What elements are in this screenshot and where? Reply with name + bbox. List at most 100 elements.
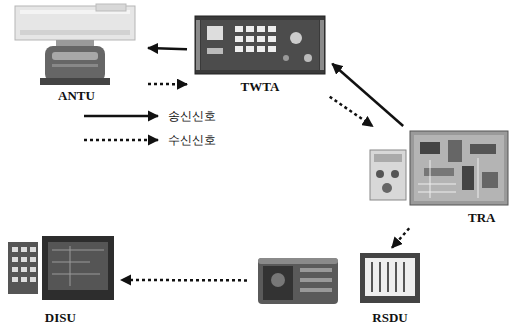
legend-sample bbox=[82, 110, 162, 122]
amplifier-unit-picture-part bbox=[246, 46, 254, 52]
unit-label: DISU bbox=[43, 310, 78, 325]
antenna-unit-picture bbox=[15, 4, 135, 85]
amplifier-unit: TWTA bbox=[190, 12, 330, 95]
antenna-unit-picture-part bbox=[96, 4, 126, 11]
signal-processor-picture-part bbox=[258, 258, 338, 264]
label-holder: ANTU bbox=[56, 88, 97, 103]
amplifier-unit-picture-part bbox=[246, 36, 254, 42]
transceiver-unit-picture-part bbox=[374, 154, 402, 162]
display-unit: DISU bbox=[5, 232, 118, 326]
label-holder: DISU bbox=[43, 310, 78, 325]
signal-processor-picture bbox=[258, 253, 420, 304]
amplifier-unit-picture-part bbox=[320, 20, 324, 70]
transceiver-unit-picture bbox=[370, 131, 508, 205]
transceiver-unit-picture-part bbox=[391, 170, 399, 178]
signal-processor-picture-part bbox=[263, 266, 293, 300]
antenna-unit-picture-part bbox=[20, 30, 130, 35]
transceiver-unit-picture-part bbox=[448, 140, 462, 162]
signal-processor-picture-part bbox=[258, 258, 338, 304]
amplifier-unit-picture-part bbox=[257, 26, 265, 32]
display-unit-picture-part bbox=[48, 242, 108, 290]
transceiver-unit-picture-part bbox=[414, 135, 504, 201]
display-unit-picture-part bbox=[30, 247, 36, 252]
amplifier-unit-picture-part bbox=[246, 26, 254, 32]
receive-signal-arrow bbox=[330, 97, 373, 127]
transmit-signal-arrow bbox=[148, 48, 187, 49]
transceiver-unit-picture-part bbox=[370, 150, 406, 200]
amplifier-unit-picture-part bbox=[268, 46, 276, 52]
unit-label: RSDU bbox=[370, 310, 409, 325]
legend-sample-arrow bbox=[84, 139, 158, 142]
transceiver-unit-picture-part bbox=[410, 131, 508, 205]
signal-processor-picture-part bbox=[300, 288, 332, 292]
amplifier-unit-picture-part bbox=[235, 36, 243, 42]
amplifier-unit-picture-part bbox=[195, 16, 325, 74]
label-holder: TRA bbox=[466, 210, 497, 225]
display-unit-picture bbox=[8, 236, 114, 300]
amplifier-unit-picture-part bbox=[196, 20, 200, 70]
unit-label: ANTU bbox=[56, 88, 97, 103]
legend-sample bbox=[82, 134, 162, 146]
display-unit-picture-part bbox=[21, 267, 27, 272]
display-unit-picture-part bbox=[12, 257, 18, 262]
signal-processor-picture-part bbox=[300, 268, 332, 272]
amplifier-unit-picture-part bbox=[207, 48, 223, 54]
amplifier-unit-picture-part bbox=[201, 20, 319, 70]
transmit-legend: 송신신호 bbox=[82, 108, 216, 124]
receive-signal-arrow bbox=[148, 83, 187, 86]
signal-processor-picture-part bbox=[365, 258, 415, 296]
display-unit-picture-part bbox=[12, 247, 18, 252]
amplifier-unit-picture-part bbox=[268, 36, 276, 42]
transmit-signal-arrow bbox=[332, 64, 403, 126]
unit-label: TWTA bbox=[239, 79, 282, 94]
signal-processor-picture-part bbox=[360, 253, 420, 303]
transceiver-unit-picture-part bbox=[424, 168, 454, 176]
signal-processor-picture-part bbox=[372, 262, 404, 292]
signal-processor-unit: RSDU bbox=[250, 250, 425, 326]
antenna-unit-picture-part bbox=[40, 78, 110, 85]
transceiver-unit-picture-part bbox=[382, 183, 392, 193]
antenna-unit: ANTU bbox=[8, 4, 145, 104]
transceiver-unit-picture-part bbox=[420, 142, 440, 154]
display-unit-picture-part bbox=[8, 242, 38, 294]
receive-signal-arrow bbox=[121, 279, 247, 282]
amplifier-unit-picture-part bbox=[257, 36, 265, 42]
amplifier-unit-picture-part bbox=[257, 46, 265, 52]
transceiver-unit-picture-part bbox=[418, 158, 478, 198]
display-unit-picture-part bbox=[30, 277, 36, 282]
receive-legend: 수신신호 bbox=[82, 132, 216, 148]
amplifier-unit-picture-part bbox=[235, 26, 243, 32]
amplifier-unit-picture-part bbox=[207, 26, 223, 40]
amplifier-unit-picture-part bbox=[304, 54, 312, 62]
antenna-unit-picture-part bbox=[52, 52, 98, 60]
antenna-unit-picture-part bbox=[52, 64, 98, 67]
display-unit-picture-part bbox=[30, 257, 36, 262]
legend-text: 송신신호 bbox=[168, 108, 216, 124]
amplifier-unit-picture-part bbox=[235, 46, 243, 52]
transceiver-unit: TRA bbox=[368, 128, 512, 226]
display-unit-picture-part bbox=[12, 267, 18, 272]
transceiver-unit-picture-part bbox=[482, 172, 498, 188]
label-holder: RSDU bbox=[370, 310, 409, 325]
transceiver-unit-picture-part bbox=[470, 144, 496, 154]
display-unit-picture-part bbox=[52, 246, 104, 286]
receive-signal-arrow bbox=[392, 228, 409, 248]
display-unit-picture-part bbox=[42, 236, 114, 300]
label-holder: TWTA bbox=[239, 79, 282, 94]
legend-sample-arrow bbox=[84, 115, 158, 118]
display-unit-picture-part bbox=[30, 267, 36, 272]
amplifier-unit-picture bbox=[195, 16, 325, 74]
amplifier-unit-picture-part bbox=[283, 55, 289, 61]
signal-processor-picture-part bbox=[271, 273, 285, 287]
amplifier-unit-picture-part bbox=[268, 26, 276, 32]
transceiver-unit-picture-part bbox=[462, 166, 474, 190]
legend-text: 수신신호 bbox=[168, 132, 216, 148]
display-unit-picture-part bbox=[21, 257, 27, 262]
amplifier-unit-picture-part bbox=[290, 32, 302, 44]
unit-label: TRA bbox=[466, 210, 497, 225]
display-unit-picture-part bbox=[21, 247, 27, 252]
display-unit-picture-part bbox=[21, 277, 27, 282]
